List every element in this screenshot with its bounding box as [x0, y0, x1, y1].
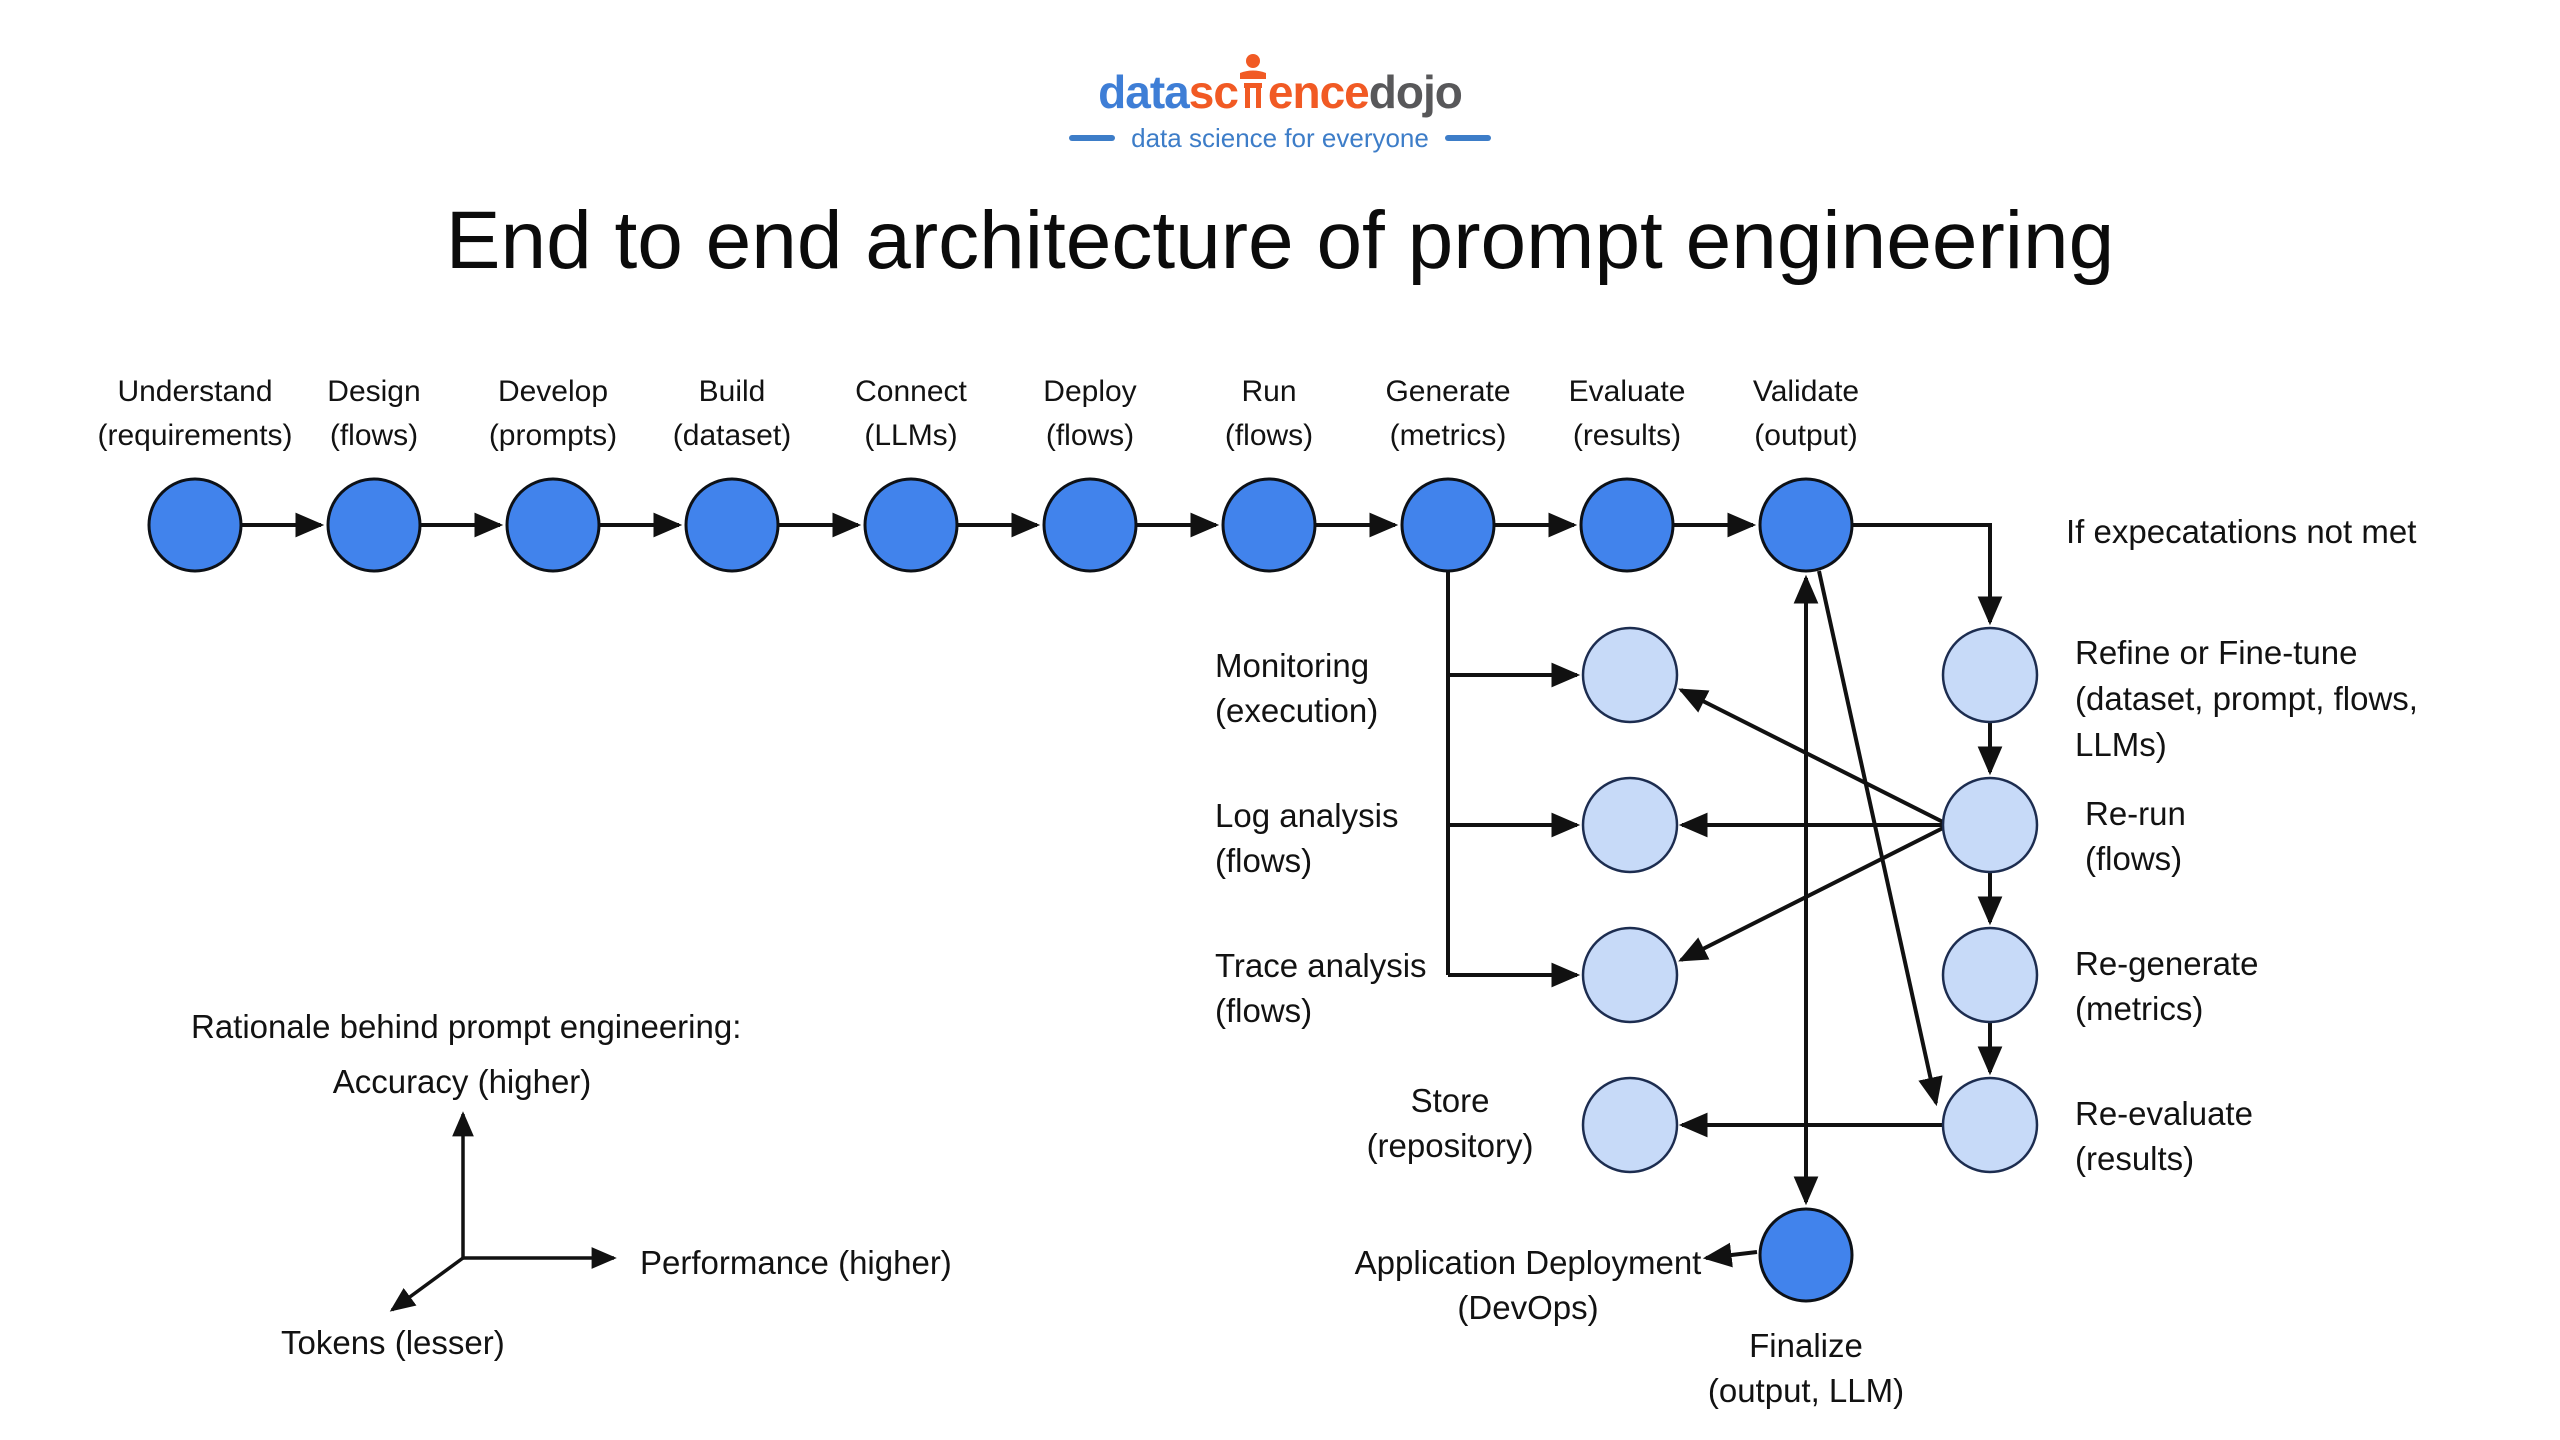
label-refine: Refine or Fine-tune(dataset, prompt, flo… — [2075, 634, 2418, 763]
label-build: Build(dataset) — [672, 375, 792, 452]
node-run — [1221, 477, 1317, 573]
label-design: Design(flows) — [327, 375, 421, 452]
label-finalize: Finalize(output, LLM) — [1707, 1327, 1905, 1409]
label-evaluate: Evaluate(results) — [1568, 375, 1686, 452]
label-store: Store(repository) — [1366, 1082, 1534, 1164]
rationale-heading: Rationale behind prompt engineering: — [191, 1008, 742, 1045]
node-design — [326, 477, 422, 573]
node-reevaluate — [1941, 1076, 2039, 1174]
node-store — [1581, 1076, 1679, 1174]
label-monitoring: Monitoring(execution) — [1215, 647, 1379, 729]
arrow-validate-refine — [1853, 523, 2003, 626]
arrow-validate-reevaluate — [1817, 570, 1943, 1107]
label-regenerate: Re-generate(metrics) — [2075, 945, 2259, 1027]
node-monitoring — [1581, 626, 1679, 724]
torii-gate-icon — [1239, 54, 1267, 115]
node-deploy — [1042, 477, 1138, 573]
arrow-rerun-traceanalysis — [1678, 826, 1944, 962]
logo-word-data: data — [1098, 66, 1190, 118]
feedback-nodes — [1581, 626, 2039, 1174]
node-build — [684, 477, 780, 573]
tagline-text: data science for everyone — [1131, 123, 1429, 153]
rationale-tokens-label: Tokens (lesser) — [281, 1324, 505, 1361]
node-evaluate — [1579, 477, 1675, 573]
label-deployment: Application Deployment(DevOps) — [1354, 1244, 1702, 1326]
tagline-right-dash — [1444, 135, 1491, 141]
node-trace-analysis — [1581, 926, 1679, 1024]
node-refine — [1941, 626, 2039, 724]
node-finalize — [1758, 1207, 1854, 1303]
arrow-rerun-monitoring — [1678, 688, 1944, 824]
axis-tokens-arrow — [389, 1256, 465, 1312]
label-rerun: Re-run(flows) — [2085, 795, 2186, 877]
node-validate — [1758, 477, 1854, 573]
label-develop: Develop(prompts) — [488, 375, 618, 452]
logo-tagline: data science for everyone — [0, 125, 2560, 151]
rationale-axes — [389, 1111, 617, 1312]
node-connect — [863, 477, 959, 573]
label-reevaluate: Re-evaluate(results) — [2075, 1095, 2253, 1177]
node-rerun — [1941, 776, 2039, 874]
rationale-accuracy-label: Accuracy (higher) — [332, 1063, 592, 1100]
label-validate: Validate(output) — [1752, 375, 1860, 452]
label-run: Run(flows) — [1224, 375, 1314, 452]
logo-word-science-post: ence — [1267, 66, 1370, 118]
label-deploy: Deploy(flows) — [1043, 375, 1137, 452]
page-title: End to end architecture of prompt engine… — [445, 195, 2115, 286]
edges — [242, 512, 2003, 1268]
rationale-performance-label: Performance (higher) — [640, 1244, 952, 1281]
label-log-analysis: Log analysis(flows) — [1215, 797, 1399, 879]
node-understand — [147, 477, 243, 573]
tagline-left-dash — [1069, 135, 1116, 141]
label-trace-analysis: Trace analysis(flows) — [1215, 947, 1427, 1029]
logo-word-science-pre: sc — [1188, 66, 1239, 118]
node-generate — [1400, 477, 1496, 573]
arrow-finalize-deployment — [1702, 1242, 1758, 1268]
node-develop — [505, 477, 601, 573]
logo-word-dojo: dojo — [1368, 66, 1463, 118]
label-generate: Generate(metrics) — [1385, 375, 1511, 452]
node-log-analysis — [1581, 776, 1679, 874]
label-connect: Connect(LLMs) — [855, 375, 967, 452]
pipeline-nodes — [147, 477, 1854, 1303]
label-understand: Understand(requirements) — [97, 375, 293, 452]
node-regenerate — [1941, 926, 2039, 1024]
note-expectations: If expecatations not met — [2066, 513, 2417, 550]
